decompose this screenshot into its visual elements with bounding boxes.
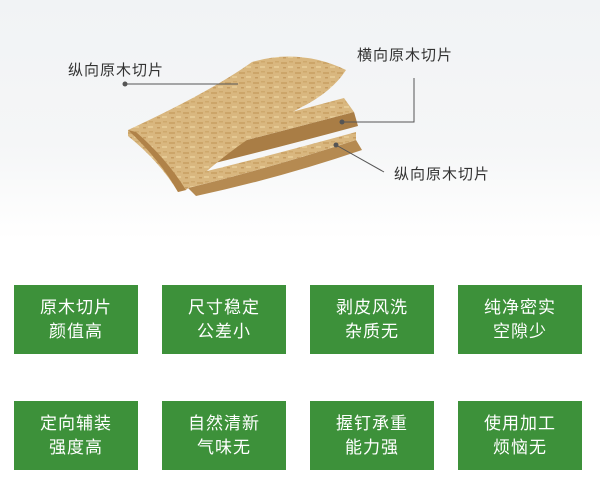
feature-card: 尺寸稳定 公差小 (162, 285, 286, 354)
feature-line1: 握钉承重 (336, 413, 408, 434)
feature-card: 原木切片 颜值高 (14, 285, 138, 354)
feature-line1: 自然清新 (188, 413, 260, 434)
feature-line2: 烦恼无 (493, 437, 547, 458)
osb-board-illustration (122, 56, 415, 196)
feature-line1: 原木切片 (40, 297, 112, 318)
feature-line2: 公差小 (197, 321, 251, 342)
feature-line2: 颜值高 (49, 321, 103, 342)
feature-line2: 杂质无 (345, 321, 399, 342)
feature-line1: 剥皮风洗 (336, 297, 408, 318)
feature-line1: 纯净密实 (484, 297, 556, 318)
feature-card: 使用加工 烦恼无 (458, 401, 582, 470)
feature-line2: 能力强 (345, 437, 399, 458)
feature-line2: 强度高 (49, 437, 103, 458)
feature-card: 定向辅装 强度高 (14, 401, 138, 470)
callout-top-left: 纵向原木切片 (68, 61, 165, 79)
feature-line2: 气味无 (197, 437, 251, 458)
callout-bottom-right: 纵向原木切片 (394, 165, 491, 183)
feature-line1: 定向辅装 (40, 413, 112, 434)
callout-top-right: 横向原木切片 (357, 46, 454, 64)
feature-card: 剥皮风洗 杂质无 (310, 285, 434, 354)
feature-line2: 空隙少 (493, 321, 547, 342)
feature-card: 纯净密实 空隙少 (458, 285, 582, 354)
board-layer-top (128, 56, 346, 192)
feature-line1: 尺寸稳定 (188, 297, 260, 318)
feature-line1: 使用加工 (484, 413, 556, 434)
board-layer-bottom (188, 140, 362, 196)
feature-card: 握钉承重 能力强 (310, 401, 434, 470)
feature-card: 自然清新 气味无 (162, 401, 286, 470)
